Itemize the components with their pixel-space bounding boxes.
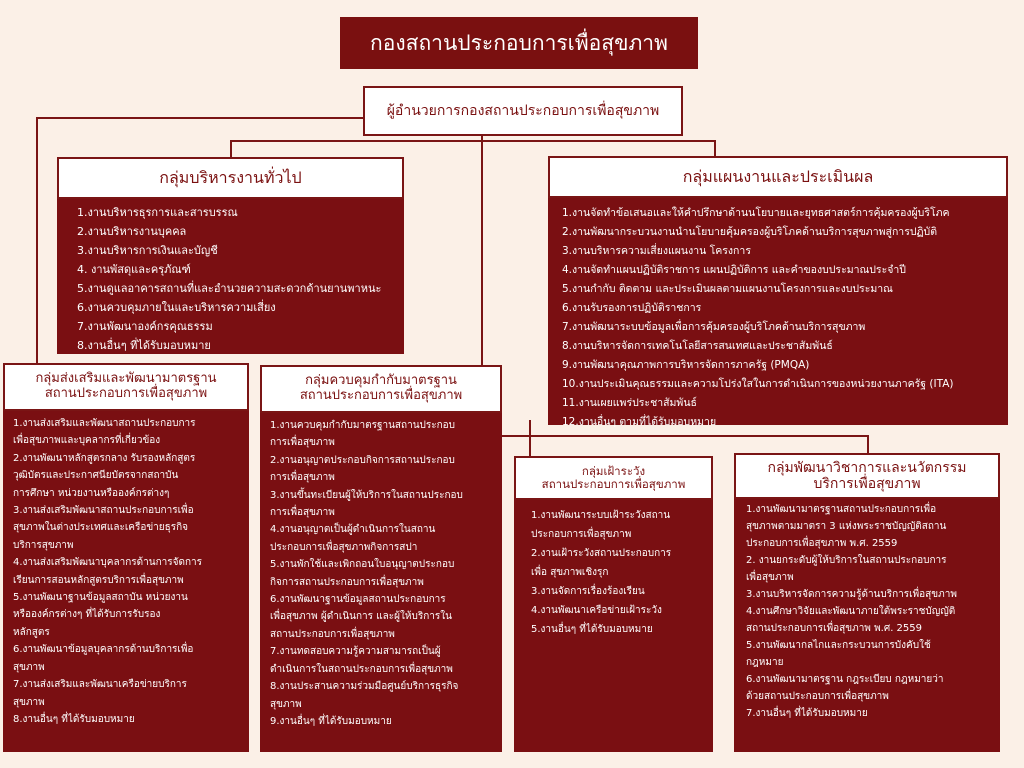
regulation-item: 6.งานพัฒนาฐานข้อมูลสถานประกอบการเพื่อสุข… <box>270 594 452 640</box>
director-box: ผู้อำนวยการกองสถานประกอบการเพื่อสุขภาพ <box>363 86 683 136</box>
connector-planning-vertical <box>714 140 716 158</box>
planning-heading-box: กลุ่มแผนงานและประเมินผล <box>548 156 1008 198</box>
planning-item: 5.งานกำกับ ติดตาม และประเมินผลตามแผนงานโ… <box>562 283 893 295</box>
promotion-item: 8.งานอื่นๆ ที่ได้รับมอบหมาย <box>13 713 135 725</box>
promotion-list: 1.งานส่งเสริมและพัฒนาสถานประกอบการเพื่อส… <box>13 415 249 728</box>
general-item: 6.งานควบคุมภายในและบริหารความเสี่ยง <box>77 301 276 314</box>
regulation-item: 1.งานควบคุมกำกับมาตรฐานสถานประกอบการเพื่… <box>270 420 456 449</box>
promotion-item: 1.งานส่งเสริมและพัฒนาสถานประกอบการเพื่อส… <box>13 418 196 447</box>
general-list: 1.งานบริหารธุรการและสารบรรณ 2.งานบริหารง… <box>77 203 404 355</box>
regulation-item: 2.งานอนุญาตประกอบกิจการสถานประกอบการเพื่… <box>270 454 455 484</box>
academic-heading-line-1: กลุ่มพัฒนาวิชาการและนวัตกรรม <box>767 459 967 476</box>
regulation-panel: 1.งานควบคุมกำกับมาตรฐานสถานประกอบการเพื่… <box>260 413 502 752</box>
general-panel: 1.งานบริหารธุรการและสารบรรณ 2.งานบริหารง… <box>57 199 404 354</box>
planning-item: 2.งานพัฒนากระบวนงานนำนโยบายคุ้มครองผู้บร… <box>562 226 938 238</box>
general-item: 7.งานพัฒนาองค์กรคุณธรรม <box>77 320 213 333</box>
promotion-item: 3.งานส่งเสริมพัฒนาสถานประกอบการเพื่อสุขภ… <box>13 505 194 551</box>
surveillance-heading-box: กลุ่มเฝ้าระวัง สถานประกอบการเพื่อสุขภาพ <box>514 456 713 500</box>
regulation-item: 9.งานอื่นๆ ที่ได้รับมอบหมาย <box>270 715 392 727</box>
planning-item: 12.งานอื่นๆ ตามที่ได้รับมอบหมาย <box>562 416 717 428</box>
general-heading: กลุ่มบริหารงานทั่วไป <box>159 167 302 187</box>
surveillance-heading-line-1: กลุ่มเฝ้าระวัง <box>581 463 646 478</box>
regulation-item: 4.งานอนุญาตเป็นผู้ดำเนินการในสถานประกอบก… <box>270 524 436 553</box>
general-item: 3.งานบริหารการเงินและบัญชี <box>77 244 218 257</box>
general-item: 5.งานดูแลอาคารสถานที่และอำนวยความสะดวกด้… <box>77 282 382 295</box>
connector-academic-vertical <box>867 435 869 455</box>
connector-left-vertical <box>36 117 38 365</box>
planning-item: 10.งานประเมินคุณธรรมและความโปร่งใสในการด… <box>562 378 954 390</box>
planning-item: 7.งานพัฒนาระบบข้อมูลเพื่อการคุ้มครองผู้บ… <box>562 321 866 333</box>
general-item: 1.งานบริหารธุรการและสารบรรณ <box>77 206 238 219</box>
general-item: 4. งานพัสดุและครุภัณฑ์ <box>77 263 191 276</box>
promotion-item: 2.งานพัฒนาหลักสูตรกลาง รับรองหลักสูตรวุฒ… <box>13 452 196 499</box>
surveillance-item: 5.งานอื่นๆ ที่ได้รับมอบหมาย <box>531 624 653 635</box>
connector-lower-horizontal <box>481 435 869 437</box>
promotion-item: 4.งานส่งเสริมพัฒนาบุคลากรด้านการจัดการเร… <box>13 557 203 586</box>
regulation-item: 7.งานทดสอบความรู้ความสามารถเป็นผู้ดำเนิน… <box>270 646 453 675</box>
promotion-panel: 1.งานส่งเสริมและพัฒนาสถานประกอบการเพื่อส… <box>3 411 249 752</box>
planning-item: 8.งานบริหารจัดการเทคโนโลยีสารสนเทศและประ… <box>562 340 833 352</box>
promotion-heading-line-1: กลุ่มส่งเสริมและพัฒนามาตรฐาน <box>35 371 217 387</box>
promotion-item: 5.งานพัฒนาฐานข้อมูลสถาบัน หน่วยงานหรืออง… <box>13 592 188 638</box>
regulation-item: 8.งานประสานความร่วมมือศูนย์บริการธุรกิจส… <box>270 681 459 710</box>
regulation-heading-box: กลุ่มควบคุมกำกับมาตรฐาน สถานประกอบการเพื… <box>260 365 502 413</box>
academic-item: 3.งานบริหารจัดการความรู้ด้านบริการเพื่อส… <box>746 589 957 600</box>
connector-left-horizontal <box>36 117 364 119</box>
academic-item: 7.งานอื่นๆ ที่ได้รับมอบหมาย <box>746 708 868 719</box>
academic-panel: 1.งานพัฒนามาตรฐานสถานประกอบการเพื่อสุขภา… <box>734 499 1000 752</box>
surveillance-item: 4.งานพัฒนาเครือข่ายเฝ้าระวัง <box>531 605 662 616</box>
general-heading-box: กลุ่มบริหารงานทั่วไป <box>57 157 404 199</box>
general-item: 8.งานอื่นๆ ที่ได้รับมอบหมาย <box>77 339 211 352</box>
planning-item: 3.งานบริหารความเสี่ยงแผนงาน โครงการ <box>562 245 751 257</box>
regulation-heading-line-1: กลุ่มควบคุมกำกับมาตรฐาน <box>305 373 457 389</box>
planning-item: 9.งานพัฒนาคุณภาพการบริหารจัดการภาครัฐ (P… <box>562 359 810 371</box>
surveillance-item: 2.งานเฝ้าระวังสถานประกอบการเพื่อ สุขภาพเ… <box>531 548 672 578</box>
connector-general-horizontal <box>230 140 483 142</box>
regulation-heading-line-2: สถานประกอบการเพื่อสุขภาพ <box>299 388 463 403</box>
connector-surveillance-vertical <box>529 420 531 458</box>
general-item: 2.งานบริหารงานบุคคล <box>77 225 187 238</box>
planning-item: 4.งานจัดทำแผนปฏิบัติราชการ แผนปฏิบัติการ… <box>562 264 906 276</box>
academic-item: 1.งานพัฒนามาตรฐานสถานประกอบการเพื่อสุขภา… <box>746 504 947 549</box>
promotion-heading-line-2: สถานประกอบการเพื่อสุขภาพ <box>44 386 208 401</box>
planning-panel: 1.งานจัดทำข้อเสนอและให้คำปรึกษาด้านนโยบา… <box>548 198 1008 428</box>
academic-item: 5.งานพัฒนากลไกและกระบวนการบังคับใช้กฎหมา… <box>746 640 931 668</box>
connector-director-trunk <box>481 135 483 435</box>
planning-list: 1.งานจัดทำข้อเสนอและให้คำปรึกษาด้านนโยบา… <box>562 204 1008 432</box>
regulation-item: 5.งานพักใช้และเพิกถอนใบอนุญาตประกอบกิจกา… <box>270 559 455 588</box>
promotion-item: 6.งานพัฒนาข้อมูลบุคลากรด้านบริการเพื่อสุ… <box>13 644 194 673</box>
planning-heading: กลุ่มแผนงานและประเมินผล <box>682 166 874 186</box>
planning-item: 6.งานรับรองการปฏิบัติราชการ <box>562 302 702 314</box>
academic-item: 4.งานศึกษาวิจัยและพัฒนาภายใต้พระราชบัญญั… <box>746 606 956 634</box>
promotion-heading-box: กลุ่มส่งเสริมและพัฒนามาตรฐาน สถานประกอบก… <box>3 363 249 411</box>
connector-general-vertical <box>230 140 232 160</box>
page-title: กองสถานประกอบการเพื่อสุขภาพ <box>340 17 698 69</box>
surveillance-heading-line-2: สถานประกอบการเพื่อสุขภาพ <box>541 477 686 491</box>
surveillance-item: 1.งานพัฒนาระบบเฝ้าระวังสถานประกอบการเพื่… <box>531 510 671 540</box>
surveillance-panel: 1.งานพัฒนาระบบเฝ้าระวังสถานประกอบการเพื่… <box>514 500 713 752</box>
surveillance-item: 3.งานจัดการเรื่องร้องเรียน <box>531 586 645 597</box>
academic-item: 6.งานพัฒนามาตรฐาน กฎระเบียบ กฎหมายว่าด้ว… <box>746 674 944 702</box>
planning-item: 11.งานเผยแพร่ประชาสัมพันธ์ <box>562 397 697 409</box>
promotion-item: 7.งานส่งเสริมและพัฒนาเครือข่ายบริการสุขภ… <box>13 679 187 708</box>
regulation-item: 3.งานขึ้นทะเบียนผู้ให้บริการในสถานประกอบ… <box>270 489 463 519</box>
surveillance-list: 1.งานพัฒนาระบบเฝ้าระวังสถานประกอบการเพื่… <box>531 506 713 639</box>
planning-item: 1.งานจัดทำข้อเสนอและให้คำปรึกษาด้านนโยบา… <box>562 207 950 219</box>
director-label: ผู้อำนวยการกองสถานประกอบการเพื่อสุขภาพ <box>386 102 660 119</box>
connector-planning-horizontal <box>481 140 716 142</box>
academic-list: 1.งานพัฒนามาตรฐานสถานประกอบการเพื่อสุขภา… <box>746 501 1000 722</box>
academic-heading-line-2: บริการเพื่อสุขภาพ <box>813 476 921 492</box>
regulation-list: 1.งานควบคุมกำกับมาตรฐานสถานประกอบการเพื่… <box>270 417 502 730</box>
academic-item: 2. งานยกระดับผู้ให้บริการในสถานประกอบการ… <box>746 555 947 583</box>
academic-heading-box: กลุ่มพัฒนาวิชาการและนวัตกรรม บริการเพื่อ… <box>734 453 1000 499</box>
